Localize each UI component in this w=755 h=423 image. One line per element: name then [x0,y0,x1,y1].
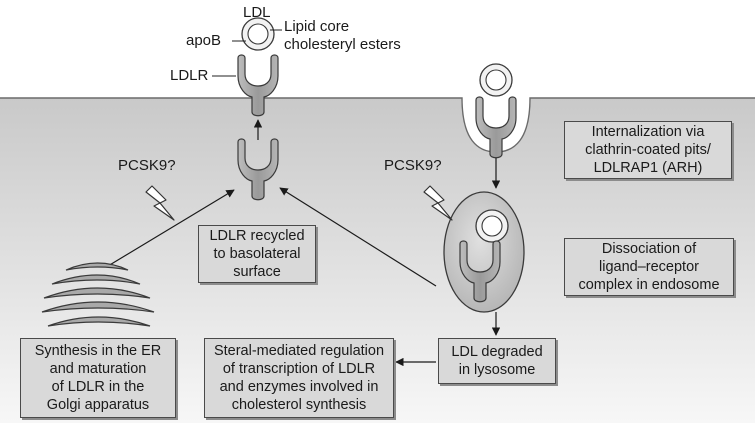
synthesis-box: Synthesis in the ER and maturation of LD… [20,338,176,418]
recycled-box: LDLR recycled to basolateral surface [198,225,316,283]
internalization-box: Internalization via clathrin-coated pits… [564,121,732,179]
arrow-endosome-to-recycle [279,187,437,287]
cell-interior [0,98,755,423]
recycled-text: LDLR recycled to basolateral surface [209,228,305,280]
golgi-apparatus [41,262,155,327]
internalizing-ldl-particle [479,63,513,97]
pcsk9-label-right: PCSK9? [384,157,442,174]
apob-label: apoB [186,32,222,49]
lipid-core-label: Lipid core cholesteryl esters [284,18,401,53]
regulation-text: Steral-mediated regulation of transcript… [213,343,385,413]
dissociation-text: Dissociation of ligand–receptor complex … [578,241,720,293]
pcsk9-lightning-icon-right [423,185,453,221]
arrow-golgi-to-recycle [107,189,235,267]
synthesis-text: Synthesis in the ER and maturation of LD… [34,343,162,413]
regulation-box: Steral-mediated regulation of transcript… [204,338,394,418]
degraded-text: LDL degraded in lysosome [451,344,543,378]
pcsk9-lightning-icon-left [145,185,175,221]
ldl-label: LDL [243,4,271,21]
internalization-text: Internalization via clathrin-coated pits… [585,124,711,176]
ldl-particle [241,17,275,51]
pcsk9-label-left: PCSK9? [118,157,176,174]
degraded-box: LDL degraded in lysosome [438,338,556,384]
endosome-ldl-particle [475,209,509,243]
dissociation-box: Dissociation of ligand–receptor complex … [564,238,734,296]
ldlr-label: LDLR [170,67,209,84]
